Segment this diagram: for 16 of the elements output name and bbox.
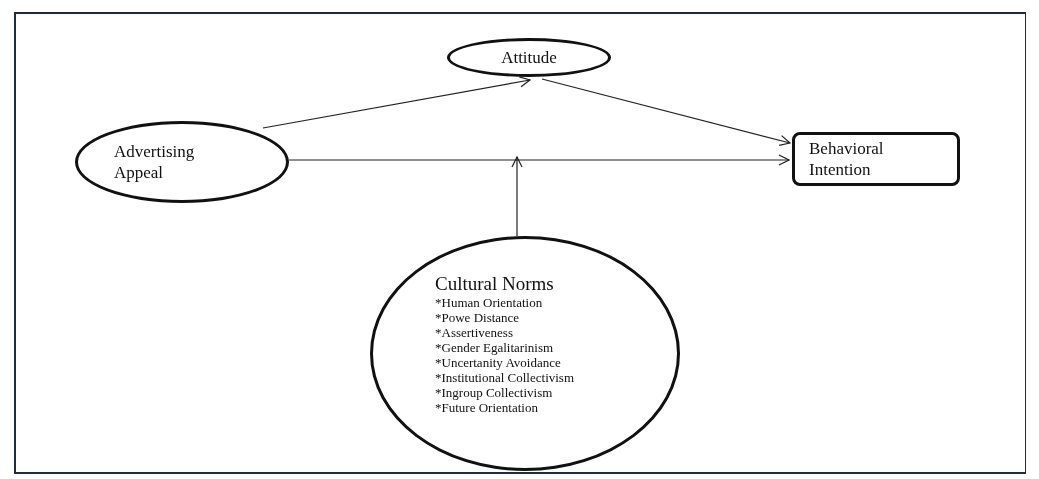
outcome-box <box>792 132 960 186</box>
list-item: *Assertiveness <box>435 325 514 340</box>
arrow <box>288 154 790 166</box>
arrow <box>511 156 523 237</box>
node-label: Advertising Appeal <box>114 141 196 183</box>
node-label: Attitude <box>500 47 558 68</box>
circle-heading: Cultural Norms <box>435 273 555 295</box>
list-item: *Powe Distance <box>435 310 521 325</box>
list-item: *Gender Egalitarinism <box>435 340 555 355</box>
list-item: *Future Orientation <box>435 400 539 415</box>
list-item: *Institutional Collectivism <box>435 370 576 385</box>
list-item: *Human Orientation <box>435 295 544 310</box>
list-item: *Ingroup Collectivism <box>435 385 554 400</box>
node-label: Behavioral Intention <box>809 138 885 180</box>
list-item: *Uncertanity Avoidance <box>435 355 562 370</box>
arrow <box>541 78 791 146</box>
